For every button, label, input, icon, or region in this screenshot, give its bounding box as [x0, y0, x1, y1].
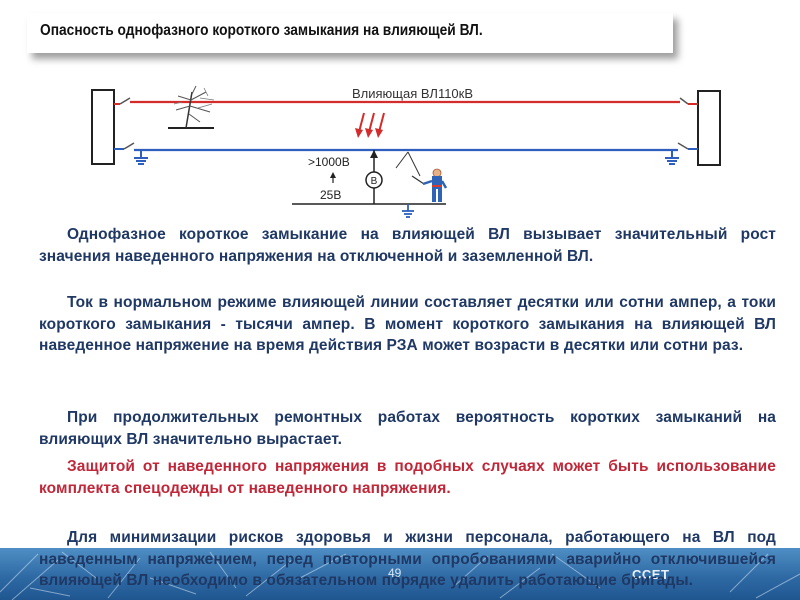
right-support [697, 90, 721, 166]
induced-voltage-diagram: В >1000В 25В Влияющая ВЛ110кВ [91, 85, 721, 218]
paragraph-short-circuit: Однофазное короткое замыкание на влияюще… [39, 226, 776, 265]
footer-band [0, 548, 800, 600]
ground-icon [402, 204, 414, 218]
ground-icon [665, 150, 679, 165]
disconnected-line [114, 142, 698, 152]
paragraph-risk-minimization: Для минимизации рисков здоровья и жизни … [39, 529, 776, 589]
brand-logo: ССЕТ [632, 567, 670, 582]
worker-icon [395, 151, 448, 202]
paragraph-repair-works: При продолжительных ремонтных работах ве… [39, 409, 776, 448]
ground-icon [134, 150, 148, 165]
slide-number: 49 [388, 566, 402, 580]
short-circuit-spark-icon [168, 85, 215, 129]
voltmeter-icon: В [365, 171, 383, 189]
line-label: Влияющая ВЛ110кВ [352, 86, 473, 101]
voltmeter-label: В [371, 176, 378, 187]
induction-arrows [355, 112, 385, 138]
paragraph-protection: Защитой от наведенного напряжения в подо… [39, 458, 776, 497]
paragraph-currents: Ток в нормальном режиме влияющей линии с… [39, 294, 776, 354]
influencing-line [114, 97, 698, 105]
voltmeter-branch [292, 150, 446, 205]
frost-pattern [0, 551, 800, 600]
voltage-low-label: 25В [320, 188, 341, 202]
left-support [91, 89, 115, 165]
voltage-high-label: >1000В [308, 155, 350, 169]
slide-title: Опасность однофазного короткого замыкани… [40, 22, 483, 39]
title-bar [27, 13, 673, 53]
up-arrow-icon [330, 172, 336, 183]
